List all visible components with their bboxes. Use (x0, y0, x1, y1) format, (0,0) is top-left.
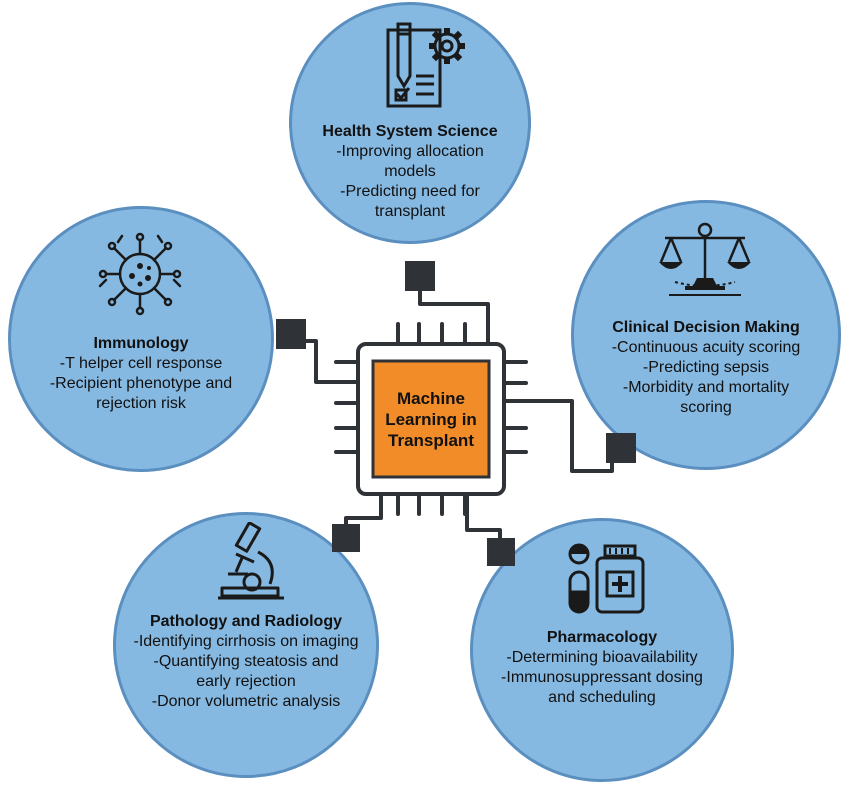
immunology-line: -T helper cell response (59, 355, 223, 372)
clinical-line: -Predicting sepsis (642, 359, 770, 376)
document-gear-icon (386, 22, 465, 108)
pathology-line: -Donor volumetric analysis (151, 693, 341, 710)
pathology-line: -Quantifying steatosis and (153, 653, 339, 670)
health-system-line: -Improving allocation (336, 143, 484, 160)
pharmacology-line: -Determining bioavailability (506, 649, 698, 666)
pharmacology-line: -Immunosuppressant dosing (501, 669, 703, 686)
health-system-text: Health System Science -Improving allocat… (300, 122, 520, 222)
pathology-bubble (113, 512, 379, 778)
clinical-text: Clinical Decision Making -Continuous acu… (591, 318, 821, 418)
connector-pharmacology (487, 538, 515, 566)
microscope-icon (218, 522, 284, 600)
health-system-line: transplant (374, 203, 446, 220)
clinical-line: -Morbidity and mortality (622, 379, 790, 396)
balance-scale-icon (659, 222, 751, 296)
center-label-line: Machine (396, 388, 466, 408)
pharmacology-title: Pharmacology (546, 629, 658, 646)
clinical-title: Clinical Decision Making (612, 319, 800, 336)
connector-immunology (276, 319, 306, 349)
health-system-line: -Predicting need for (340, 183, 480, 200)
immunology-title: Immunology (93, 335, 189, 352)
wire-clinical (494, 399, 614, 473)
center-label: Machine Learning in Transplant (373, 363, 489, 475)
virus-icon (98, 232, 182, 316)
connector-health-system (405, 261, 435, 291)
wire-pharmacology (465, 495, 502, 547)
pharmacology-text: Pharmacology -Determining bioavailabilit… (484, 628, 720, 708)
connector-clinical (606, 433, 636, 463)
center-label-line: Learning in (385, 409, 477, 429)
immunology-line: rejection risk (96, 395, 186, 412)
clinical-line: scoring (680, 399, 732, 416)
immunology-line: -Recipient phenotype and (49, 375, 233, 392)
immunology-text: Immunology -T helper cell response -Reci… (26, 334, 256, 414)
clinical-line: -Continuous acuity scoring (611, 339, 801, 356)
connector-pathology (332, 524, 360, 552)
wire-immunology (301, 339, 360, 384)
pathology-line: -Identifying cirrhosis on imaging (133, 633, 359, 650)
health-system-line: models (384, 163, 436, 180)
chip-core (371, 359, 491, 479)
pathology-text: Pathology and Radiology -Identifying cir… (121, 612, 371, 712)
health-system-title: Health System Science (322, 123, 498, 140)
center-label-line: Transplant (388, 430, 474, 450)
pathology-line: early rejection (196, 673, 296, 690)
medicine-bottle-icon (568, 543, 645, 614)
pharmacology-line: and scheduling (548, 689, 656, 706)
pathology-title: Pathology and Radiology (149, 613, 342, 630)
